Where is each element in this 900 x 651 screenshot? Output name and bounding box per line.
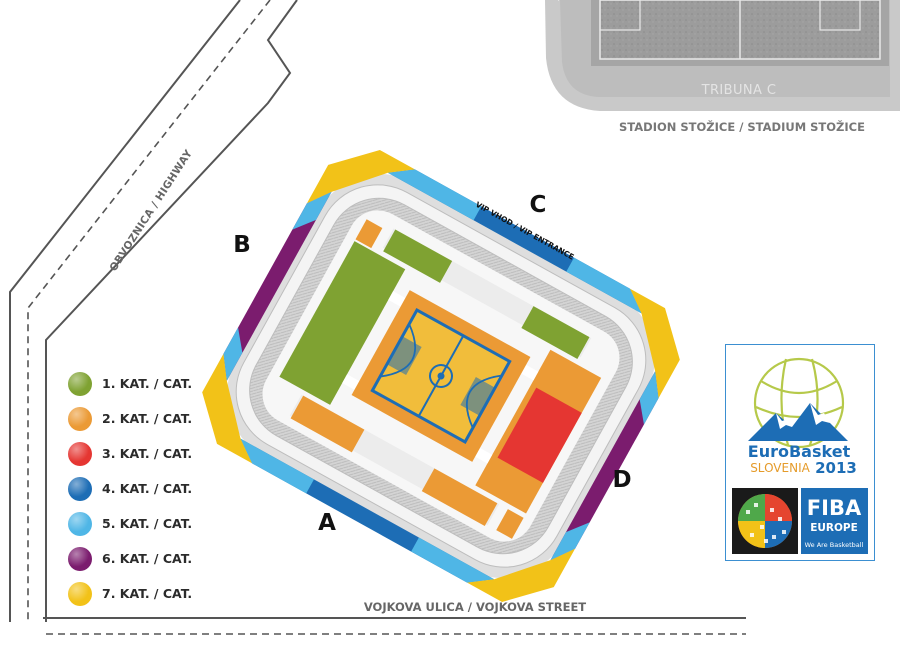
stadium	[545, 0, 900, 111]
tribuna-partial-label: T	[556, 0, 569, 2]
legend-swatch	[68, 442, 92, 466]
legend-item: 2. KAT. / CAT.	[66, 405, 286, 440]
fiba-text: FIBA	[807, 496, 862, 520]
legend-item: 3. KAT. / CAT.	[66, 440, 286, 475]
legend-swatch	[68, 582, 92, 606]
legend-item: 6. KAT. / CAT.	[66, 545, 286, 580]
legend-swatch	[68, 477, 92, 501]
eurobasket-logo: EuroBasket SLOVENIA 2013 FIBA EUROPE We …	[725, 344, 875, 561]
tribuna-label: TRIBUNA C	[701, 83, 777, 98]
legend-item: 5. KAT. / CAT.	[66, 510, 286, 545]
sector-d-label: D	[612, 467, 631, 493]
legend-swatch	[68, 372, 92, 396]
sector-b-label: B	[233, 232, 251, 258]
arena	[202, 150, 680, 602]
sector-a-label: A	[318, 510, 336, 536]
fiba-europe-text: EUROPE	[810, 522, 858, 534]
legend-swatch	[68, 512, 92, 536]
logo-art: EuroBasket SLOVENIA 2013 FIBA EUROPE We …	[732, 357, 868, 554]
legend-item: 1. KAT. / CAT.	[66, 370, 286, 405]
category-legend: 1. KAT. / CAT. 2. KAT. / CAT. 3. KAT. / CA…	[66, 370, 286, 615]
legend-label: 5. KAT. / CAT.	[102, 516, 193, 531]
highway-road	[9, 0, 298, 622]
logo-line1: EuroBasket	[748, 442, 851, 461]
legend-label: 3. KAT. / CAT.	[102, 446, 193, 461]
lower-bowl-sectors	[279, 219, 602, 539]
fiba-tagline: We Are Basketball	[805, 541, 864, 549]
sector-c-label: C	[530, 192, 547, 218]
legend-label: 4. KAT. / CAT.	[102, 481, 193, 496]
legend-item: 7. KAT. / CAT.	[66, 580, 286, 615]
street-label: VOJKOVA ULICA / VOJKOVA STREET	[364, 600, 586, 614]
legend-label: 6. KAT. / CAT.	[102, 551, 193, 566]
legend-label: 2. KAT. / CAT.	[102, 411, 193, 426]
legend-item: 4. KAT. / CAT.	[66, 475, 286, 510]
legend-swatch	[68, 547, 92, 571]
legend-label: 1. KAT. / CAT.	[102, 376, 193, 391]
logo-slovenia: SLOVENIA	[750, 461, 810, 475]
stadium-label: STADION STOŽICE / STADIUM STOŽICE	[619, 119, 865, 134]
upper-ring-sectors	[202, 150, 680, 602]
legend-swatch	[68, 407, 92, 431]
basketball-court	[370, 308, 512, 444]
logo-year: 2013	[815, 459, 857, 477]
legend-label: 7. KAT. / CAT.	[102, 586, 193, 601]
highway-label: OBVOZNICA / HIGHWAY	[107, 148, 195, 274]
fiba-badge	[801, 488, 868, 554]
